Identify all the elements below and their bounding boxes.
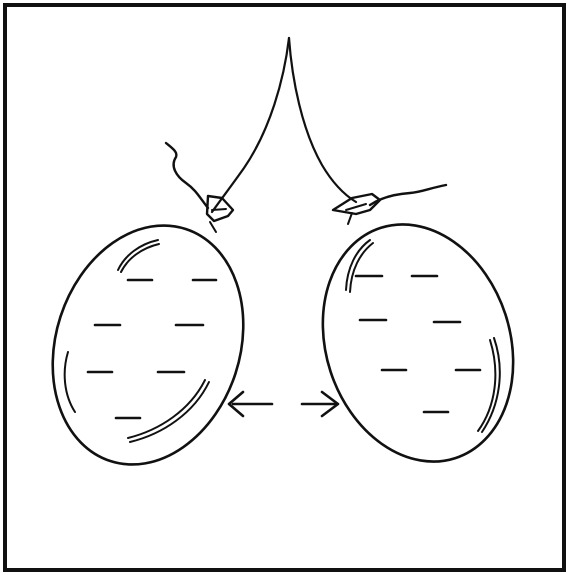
right-balloon <box>293 185 543 487</box>
right-balloon-knot <box>333 194 380 224</box>
right-balloon-charge-marks <box>356 276 480 412</box>
left-string <box>212 38 289 212</box>
left-balloon <box>23 143 273 489</box>
right-string <box>289 38 356 202</box>
left-balloon-charge-marks <box>88 280 216 418</box>
frame-border <box>5 5 564 570</box>
left-balloon-highlights <box>65 240 209 442</box>
right-balloon-tail <box>370 185 446 205</box>
suspension-strings <box>212 38 356 212</box>
double-headed-arrow-icon <box>229 392 338 416</box>
right-balloon-highlights <box>346 240 500 432</box>
right-balloon-body <box>293 199 543 486</box>
left-balloon-tail <box>166 143 208 208</box>
